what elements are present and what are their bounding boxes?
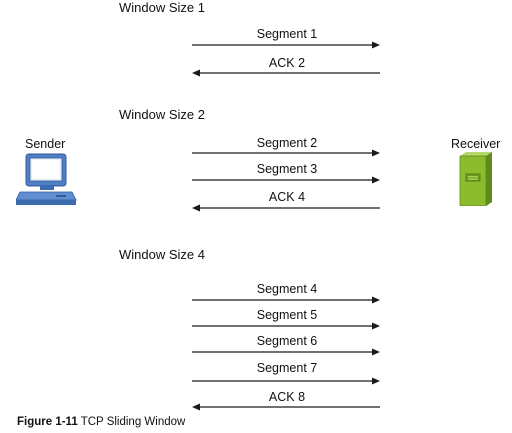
message-label: ACK 2 xyxy=(268,56,306,70)
arrow-right xyxy=(192,149,380,157)
arrow-left xyxy=(192,403,380,411)
message-label: Segment 6 xyxy=(256,334,318,348)
arrow-right xyxy=(192,296,380,304)
arrow-right xyxy=(192,41,380,49)
window-size-4-label: Window Size 4 xyxy=(119,247,205,262)
figure-title: TCP Sliding Window xyxy=(80,416,186,428)
arrow-right xyxy=(192,176,380,184)
arrow-left xyxy=(192,69,380,77)
window-size-1-label: Window Size 1 xyxy=(119,0,205,15)
arrow-right xyxy=(192,322,380,330)
message-label: Segment 4 xyxy=(256,282,318,296)
sender-label: Sender xyxy=(25,137,66,151)
message-label: Segment 2 xyxy=(256,136,318,150)
message-label: Segment 7 xyxy=(256,361,318,375)
receiver-label: Receiver xyxy=(451,137,501,151)
arrow-right xyxy=(192,377,380,385)
message-label: Segment 5 xyxy=(256,308,318,322)
message-label: ACK 4 xyxy=(268,190,306,204)
figure-caption: Figure 1-11 TCP Sliding Window xyxy=(17,415,185,429)
arrow-right xyxy=(192,348,380,356)
figure-number: Figure 1-11 xyxy=(17,416,78,428)
message-label: Segment 3 xyxy=(256,162,318,176)
server-icon xyxy=(458,152,494,207)
window-size-2-label: Window Size 2 xyxy=(119,107,205,122)
message-label: Segment 1 xyxy=(256,27,318,41)
computer-icon xyxy=(15,152,78,208)
arrow-left xyxy=(192,204,380,212)
message-label: ACK 8 xyxy=(268,390,306,404)
